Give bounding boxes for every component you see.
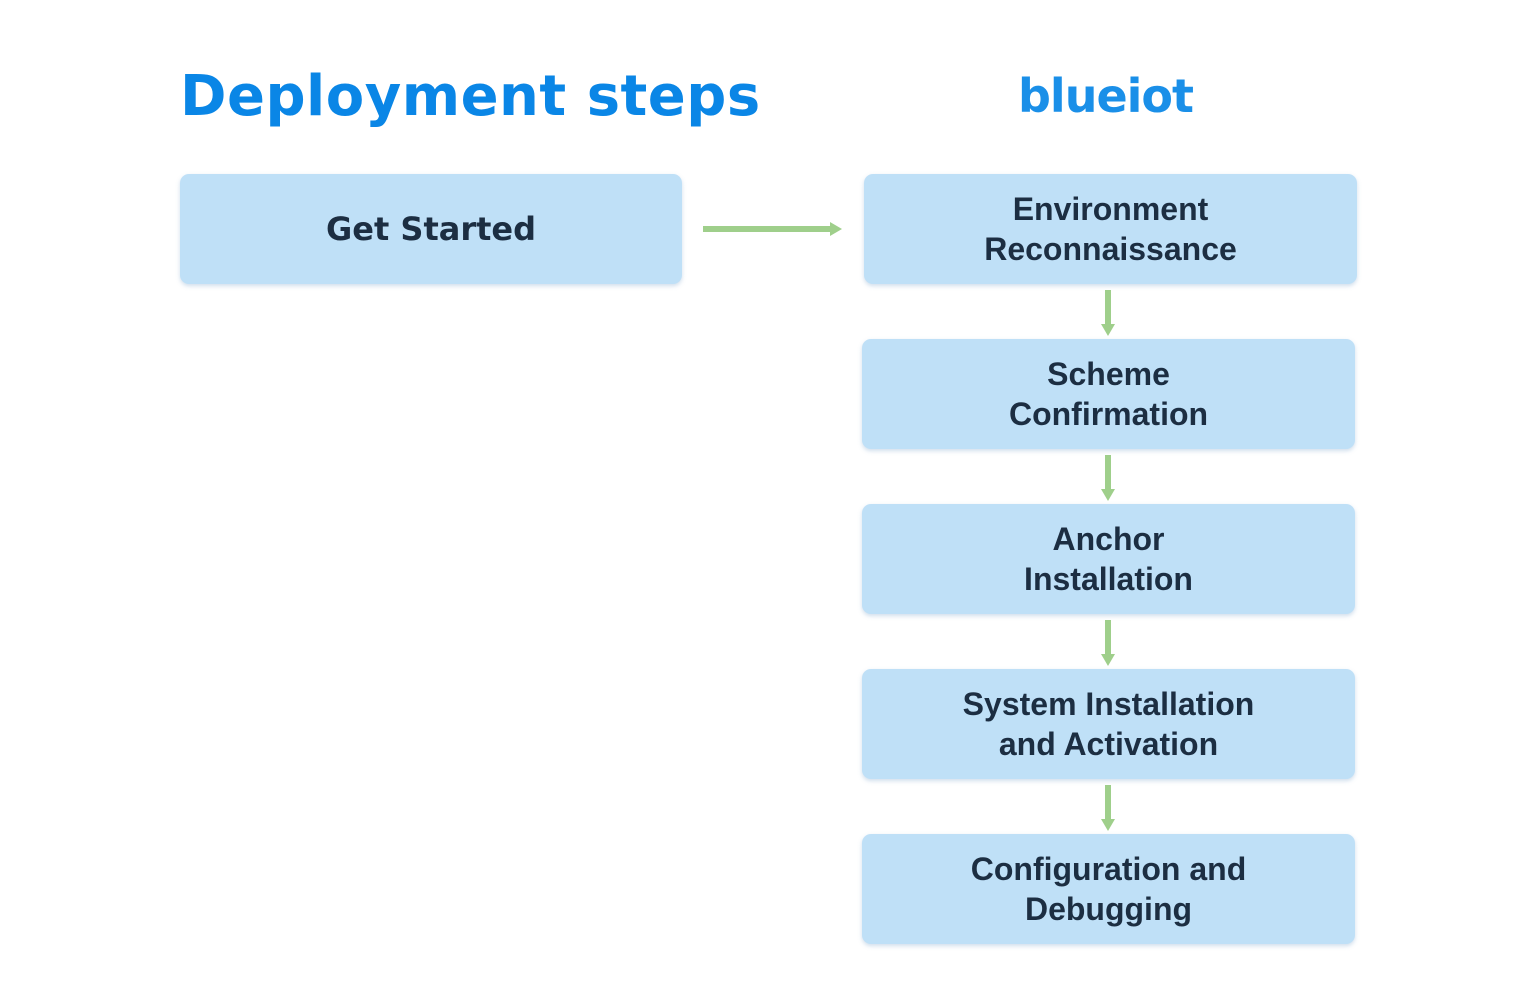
step-label: Configuration and Debugging [970,851,1247,927]
step-label: Anchor Installation [1024,521,1193,597]
blueiot-logo: blueiot [1018,69,1194,123]
step-label: System Installation and Activation [962,686,1255,762]
arrow-step-4-to-step-5-head [1101,819,1115,831]
step-box-anchor-installation: Anchor Installation [862,504,1355,614]
arrow-step-2-to-step-3-head [1101,489,1115,501]
step-box-scheme-confirmation: Scheme Confirmation [862,339,1355,449]
arrow-step-1-to-step-2-head [1101,324,1115,336]
arrow-step-3-to-step-4-head [1101,654,1115,666]
get-started-label: Get Started [325,210,537,248]
diagram-title: Deployment steps [180,64,761,129]
get-started-box: Get Started [180,174,682,284]
step-box-system-installation: System Installation and Activation [862,669,1355,779]
step-label: Scheme Confirmation [1008,356,1209,432]
arrow-start-to-step-1-head [830,222,842,236]
step-box-environment-reconnaissance: Environment Reconnaissance [864,174,1357,284]
step-label: Environment Reconnaissance [984,191,1237,267]
step-box-configuration-debugging: Configuration and Debugging [862,834,1355,944]
